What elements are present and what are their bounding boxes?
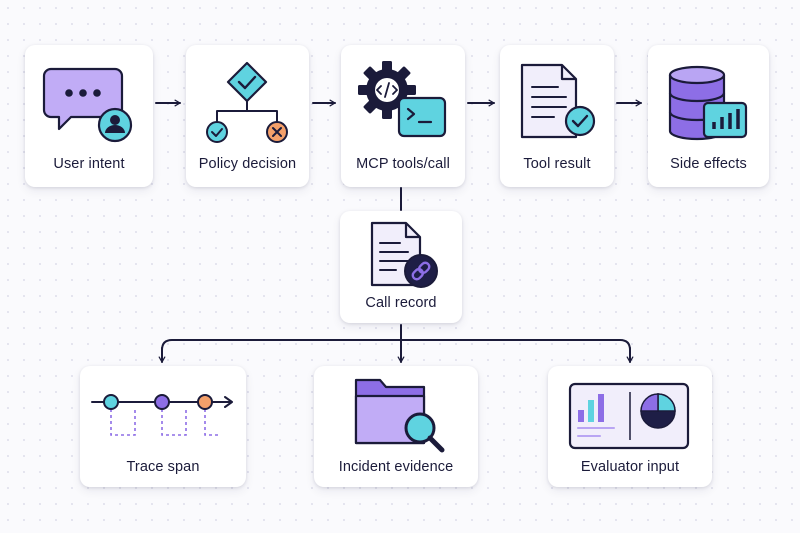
- node-tool-result: Tool result: [500, 45, 614, 187]
- node-side-effects: Side effects: [648, 45, 769, 187]
- node-label-incident-evidence: Incident evidence: [338, 459, 454, 475]
- node-label-policy-decision: Policy decision: [198, 156, 297, 172]
- gear-code-terminal-icon: [358, 61, 447, 138]
- node-call-record: Call record: [340, 211, 462, 323]
- node-incident-evidence: Incident evidence: [314, 366, 478, 487]
- document-link-icon: [370, 221, 438, 288]
- node-user-intent: User intent: [25, 45, 153, 187]
- line-branch-bar: [161, 339, 631, 351]
- chat-user-icon: [42, 67, 133, 143]
- dashboard-chart-icon: [568, 382, 690, 450]
- node-label-evaluator-input: Evaluator input: [580, 459, 680, 475]
- document-check-icon: [520, 63, 596, 139]
- folder-search-icon: [354, 378, 445, 453]
- node-label-trace-span: Trace span: [126, 459, 200, 475]
- node-label-user-intent: User intent: [53, 156, 125, 172]
- decision-branch-icon: [206, 61, 288, 143]
- node-policy-decision: Policy decision: [186, 45, 309, 187]
- node-trace-span: Trace span: [80, 366, 246, 487]
- node-label-mcp-tools-call: MCP tools/call: [356, 156, 450, 172]
- node-mcp-tools-call: MCP tools/call: [341, 45, 465, 187]
- node-label-tool-result: Tool result: [523, 156, 591, 172]
- timeline-icon: [91, 394, 233, 436]
- node-label-call-record: Call record: [365, 295, 437, 311]
- database-chart-icon: [668, 65, 748, 141]
- node-label-side-effects: Side effects: [670, 156, 747, 172]
- node-evaluator-input: Evaluator input: [548, 366, 712, 487]
